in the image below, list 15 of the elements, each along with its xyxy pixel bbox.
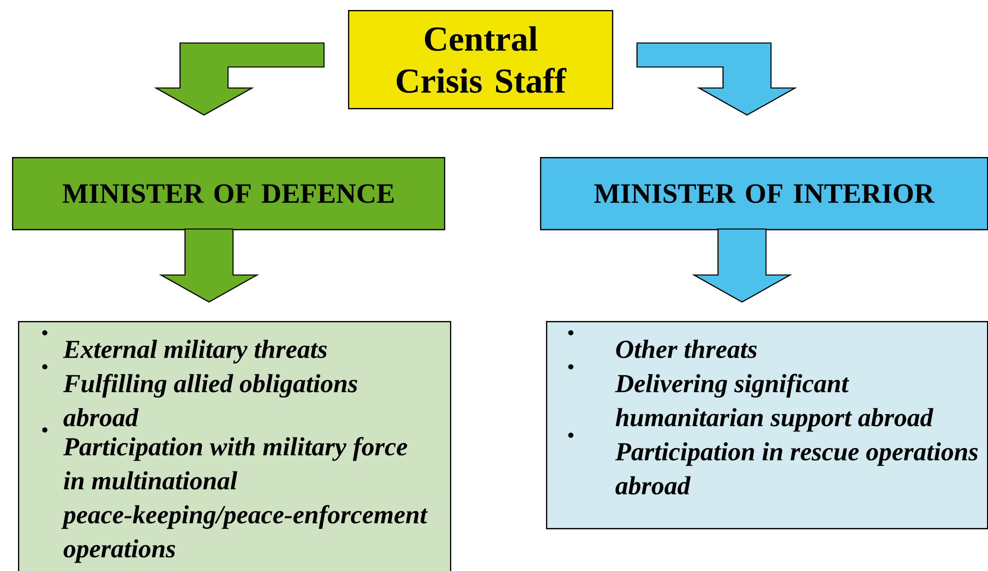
list-item: External military threats xyxy=(63,340,327,364)
list-item: Fulfilling allied obligations abroad xyxy=(63,374,358,426)
list-box xyxy=(18,321,452,571)
block-arrow xyxy=(158,228,260,303)
list-item: Participation in rescue operations abroad xyxy=(615,442,978,495)
block-arrow xyxy=(692,228,792,303)
heading-box: MINISTER OF DEFENCE xyxy=(12,157,446,230)
block-arrow xyxy=(154,42,325,116)
list-box xyxy=(546,321,988,530)
list-item: Participation with military force in multinational peace-keeping/peace-enforcement operations xyxy=(61,437,428,563)
title-box: Central Crisis Staff xyxy=(348,10,614,110)
list-item: Delivering significant humanitarian support abroad xyxy=(615,374,934,432)
list-item: Other threats xyxy=(616,340,757,358)
block-arrow xyxy=(636,42,798,116)
heading-box: MINISTER OF INTERIOR xyxy=(540,157,988,230)
